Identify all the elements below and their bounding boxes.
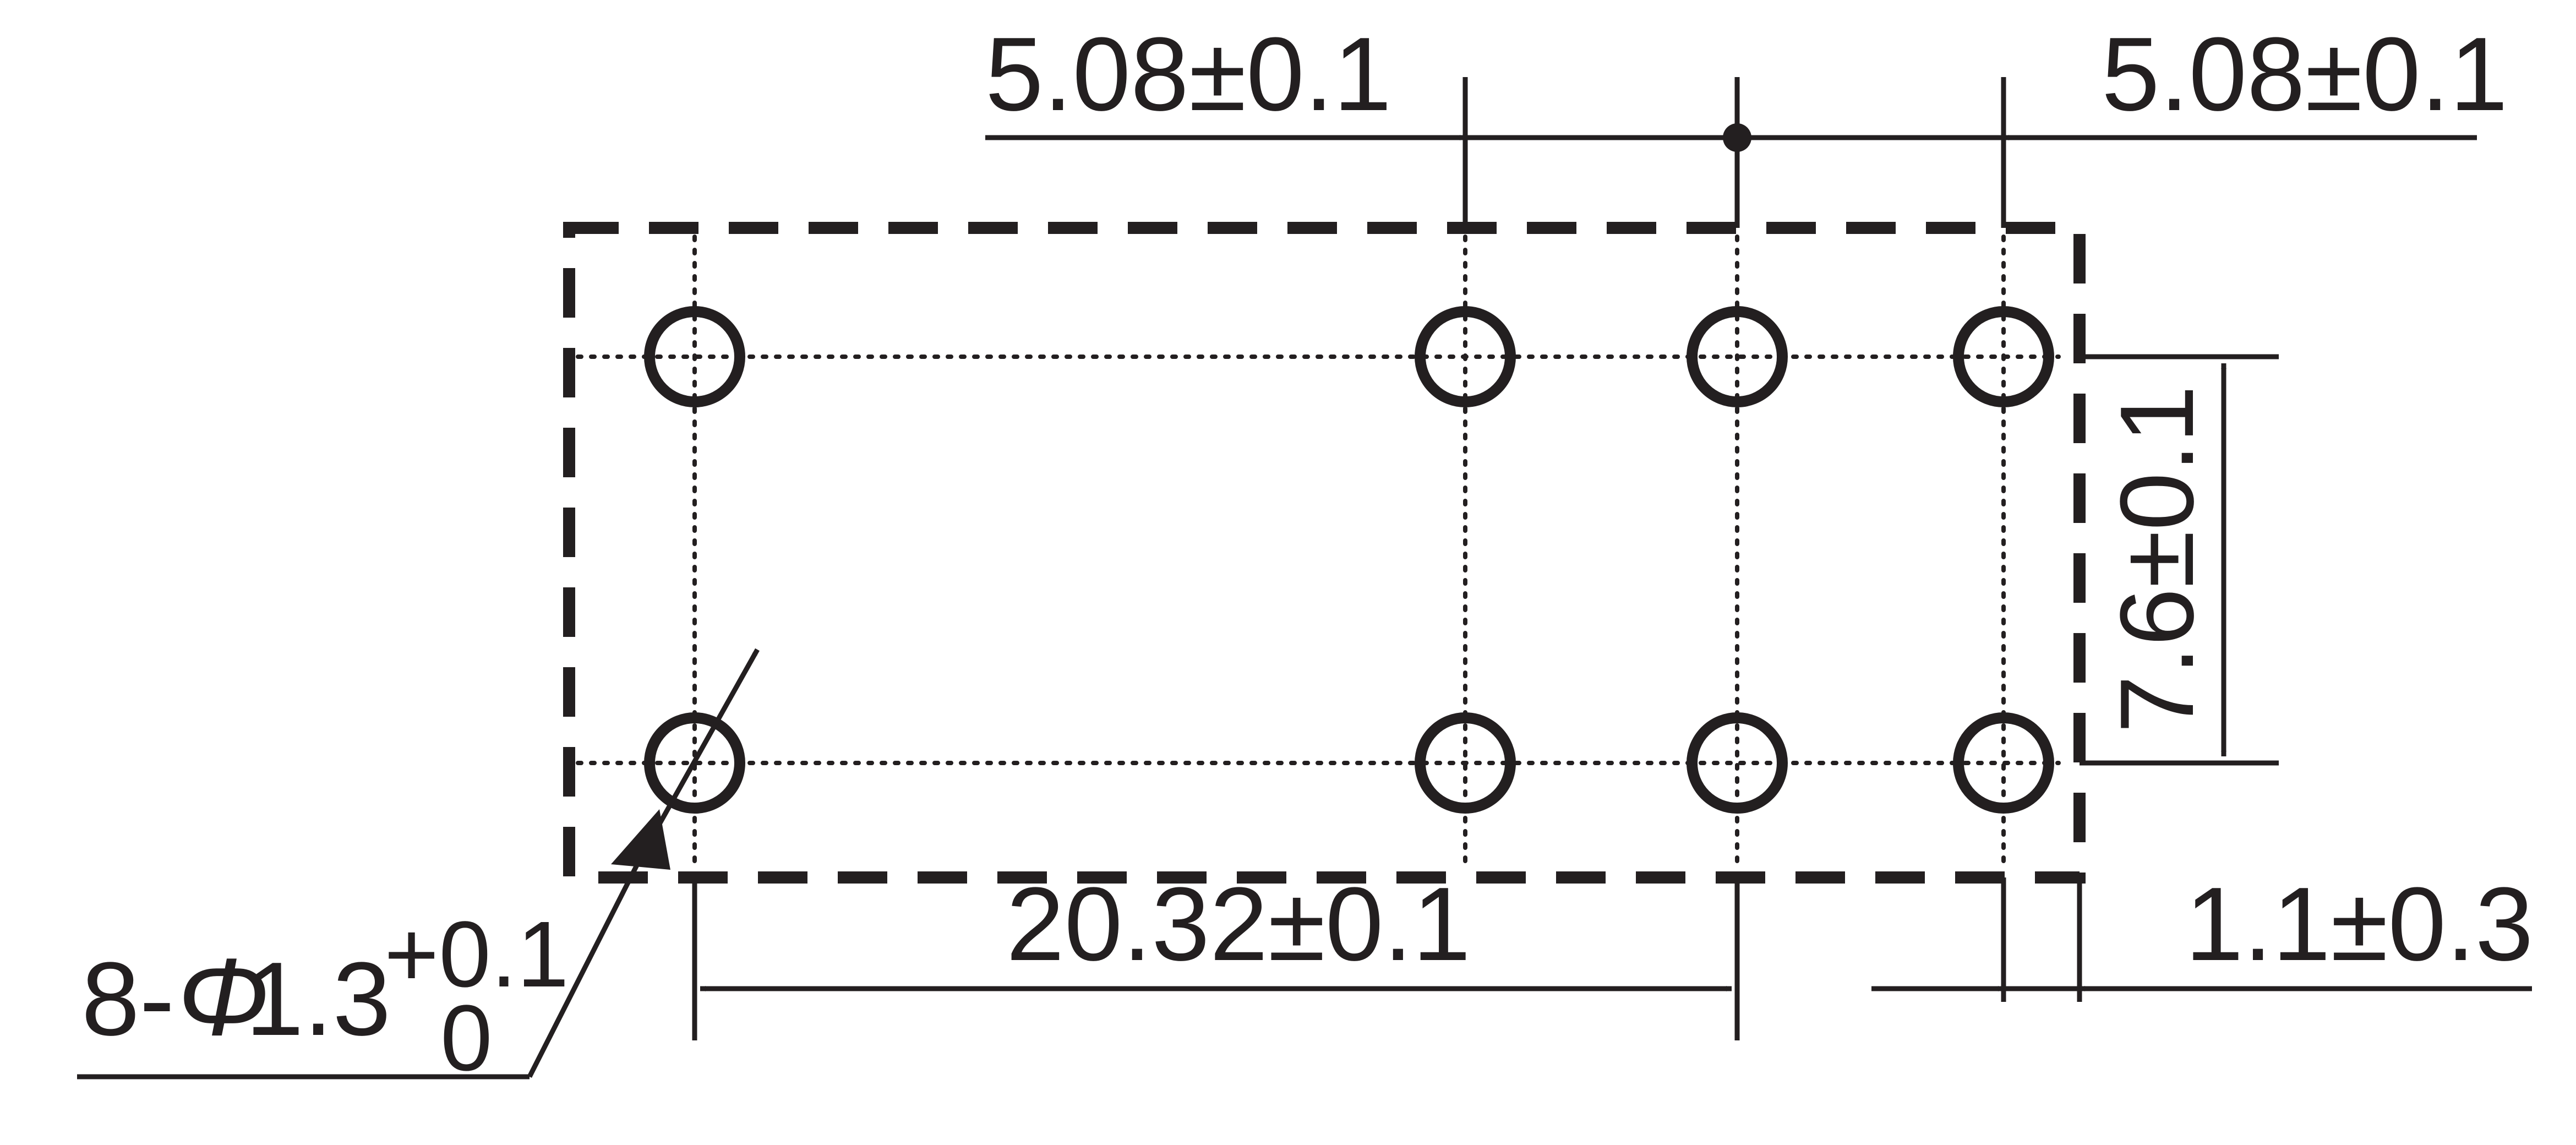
hole-leader-arrowhead-lower <box>611 809 670 870</box>
edge-offset-label: 1.1±0.3 <box>2185 866 2534 983</box>
pitch-label-left: 5.08±0.1 <box>985 16 1391 133</box>
pin-span-label: 20.32±0.1 <box>1006 866 1471 983</box>
hole-callout: 8- Φ 1.3 +0.1 0 <box>81 902 569 1091</box>
hole-leader-diagonal <box>527 854 645 1078</box>
pin-hole <box>644 306 745 407</box>
centerlines <box>576 235 2061 872</box>
component-outline <box>563 222 2086 884</box>
pin-hole <box>1415 306 1516 407</box>
pitch-label-right: 5.08±0.1 <box>2102 16 2508 133</box>
dimension-lines <box>77 77 2532 1079</box>
hole-tolerance-upper: +0.1 <box>384 902 569 1007</box>
row-spacing-label: 7.6±0.1 <box>2099 385 2215 734</box>
hole-diameter-symbol: Φ <box>177 936 269 1059</box>
pin-hole <box>1687 712 1788 814</box>
pin-hole <box>1953 712 2054 814</box>
pin-hole <box>1415 712 1516 814</box>
pin-hole <box>644 712 745 814</box>
pitch-center-dot <box>1723 123 1751 152</box>
pin-hole <box>1953 306 2054 407</box>
pin-hole <box>1687 306 1788 407</box>
pin-holes <box>644 306 2054 814</box>
hole-tolerance-lower: 0 <box>440 986 493 1091</box>
hole-count-prefix: 8- <box>81 941 174 1057</box>
hole-diameter-value: 1.3 <box>245 941 391 1057</box>
